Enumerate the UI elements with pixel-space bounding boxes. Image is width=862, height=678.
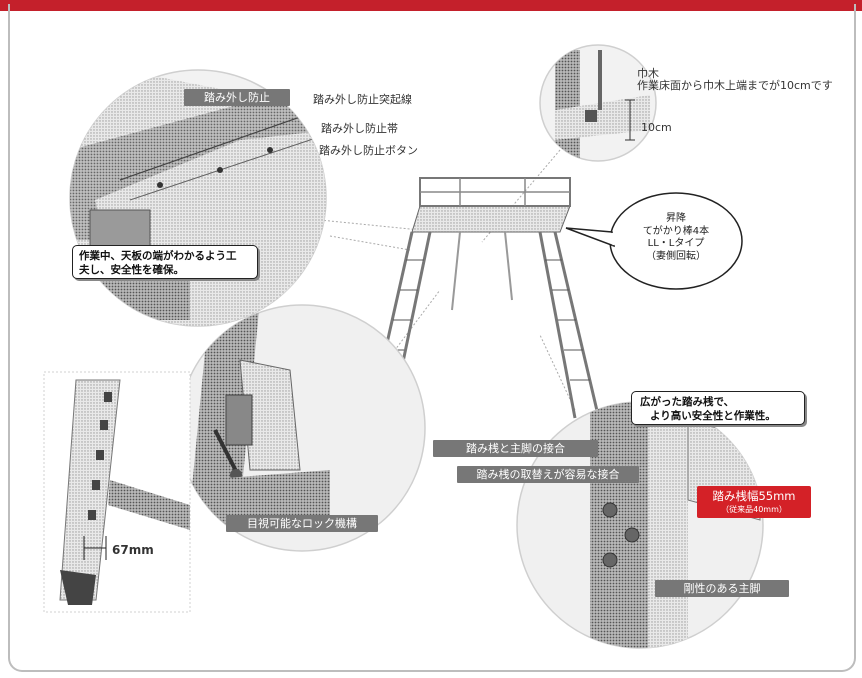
- wide-step-line1: 広がった踏み桟で、: [640, 396, 735, 408]
- lock-mechanism-tag: 目視可能なロック機構: [226, 515, 378, 532]
- rigid-leg-tag: 剛性のある主脚: [655, 580, 789, 597]
- handrail-bubble: [565, 192, 743, 290]
- toeboard-desc: 作業床面から巾木上端までが10cmです: [637, 79, 833, 92]
- work-edge-callout: 作業中、天板の端がわかるよう工 夫し、安全性を確保。: [72, 245, 258, 279]
- handrail-line4: （妻側回転）: [646, 250, 706, 262]
- toeboard-title: 巾木: [637, 67, 659, 80]
- detail-circle-toeboard: [539, 44, 657, 162]
- leg-dimension-label: 67mm: [112, 543, 154, 557]
- handrail-line3: LL・Lタイプ: [647, 238, 705, 249]
- detail-box-leg: [43, 371, 191, 613]
- detail-circle-lock: [178, 304, 426, 552]
- step-width-old-label: （従来品40mm）: [721, 505, 787, 514]
- anti-slip-ridge-label: 踏み外し防止突起線: [313, 93, 412, 106]
- step-width-label: 踏み桟幅55mm: [712, 489, 796, 503]
- handrail-line1: 昇降: [666, 213, 686, 224]
- handrail-text: 昇降 てがかり棒4本 LL・Lタイプ （妻側回転）: [620, 213, 732, 263]
- step-width-tag: 踏み桟幅55mm （従来品40mm）: [697, 486, 811, 518]
- work-edge-line2: 夫し、安全性を確保。: [79, 264, 184, 277]
- anti-slip-button-label: 踏み外し防止ボタン: [319, 144, 418, 157]
- handrail-line2: てがかり棒4本: [642, 225, 710, 237]
- work-edge-line1: 作業中、天板の端がわかるよう工: [79, 250, 237, 262]
- wide-step-line2: より高い安全性と作業性。: [650, 410, 776, 423]
- top-accent-bar: [0, 0, 862, 11]
- anti-slip-tag: 踏み外し防止: [184, 89, 290, 106]
- detail-circle-step: [516, 401, 764, 649]
- step-replace-tag: 踏み桟の取替えが容易な接合: [457, 466, 639, 483]
- wide-step-callout: 広がった踏み桟で、 より高い安全性と作業性。: [631, 391, 805, 425]
- content-frame: [8, 4, 856, 672]
- step-joint-tag: 踏み桟と主脚の接合: [433, 440, 598, 457]
- toeboard-dimension: 10cm: [641, 121, 672, 134]
- anti-slip-band-label: 踏み外し防止帯: [321, 122, 398, 135]
